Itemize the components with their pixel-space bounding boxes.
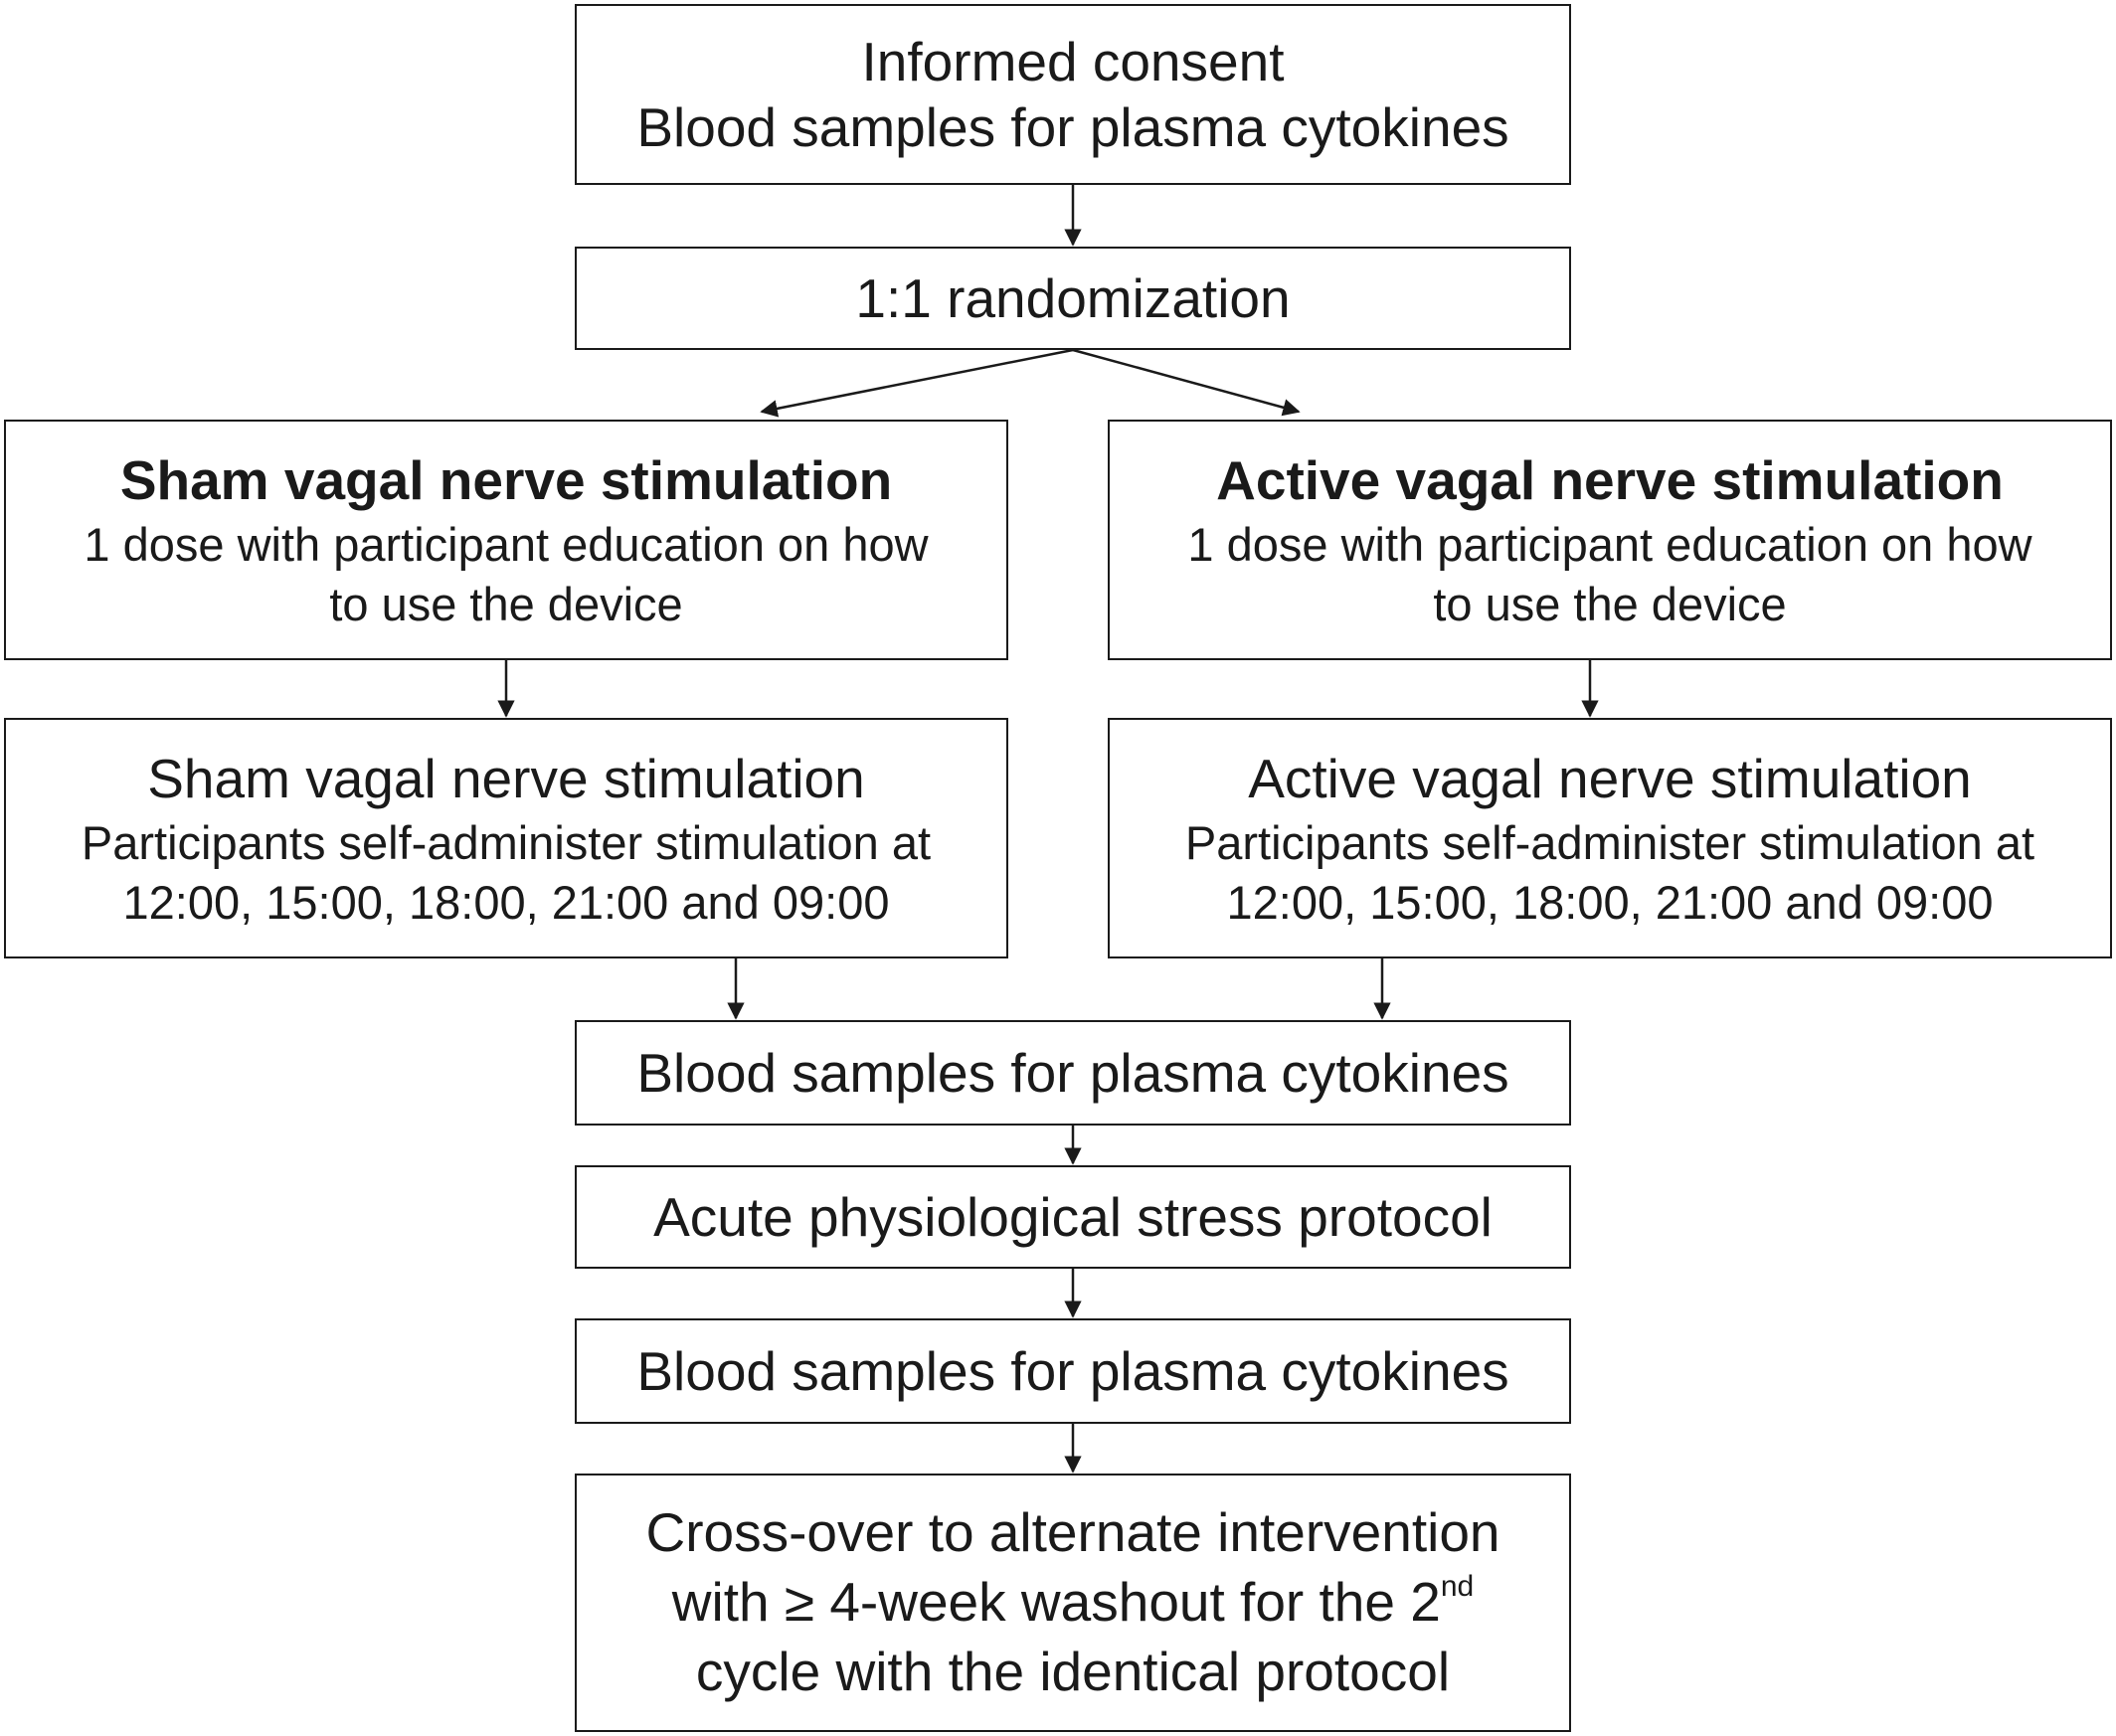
active-self-title: Active vagal nerve stimulation [1248,747,1972,809]
active-intro-box: Active vagal nerve stimulation 1 dose wi… [1108,420,2112,660]
blood-samples-box-2: Blood samples for plasma cytokines [575,1318,1571,1424]
crossover-line2: with ≥ 4-week washout for the 2nd [672,1568,1474,1638]
crossover-line1: Cross-over to alternate intervention [645,1501,1500,1564]
sham-intro-box: Sham vagal nerve stimulation 1 dose with… [4,420,1008,660]
stress-protocol-text: Acute physiological stress protocol [653,1186,1493,1248]
baseline-blood-text: Blood samples for plasma cytokines [636,96,1509,158]
blood-samples-text-2: Blood samples for plasma cytokines [636,1340,1509,1402]
sham-intro-title: Sham vagal nerve stimulation [119,448,893,511]
randomization-box: 1:1 randomization [575,247,1571,350]
active-self-line1: Participants self-administer stimulation… [1184,816,2035,870]
randomization-text: 1:1 randomization [855,267,1291,329]
stress-protocol-box: Acute physiological stress protocol [575,1165,1571,1269]
crossover-superscript: nd [1440,1569,1475,1603]
consent-box: Informed consent Blood samples for plasm… [575,4,1571,185]
crossover-box: Cross-over to alternate intervention wit… [575,1474,1571,1732]
sham-self-line1: Participants self-administer stimulation… [81,816,932,870]
crossover-line3: cycle with the identical protocol [695,1640,1451,1702]
sham-self-title: Sham vagal nerve stimulation [147,747,865,809]
consent-text: Informed consent [861,31,1285,92]
active-intro-title: Active vagal nerve stimulation [1216,448,2004,511]
active-intro-line1: 1 dose with participant education on how [1187,518,2032,572]
active-self-box: Active vagal nerve stimulation Participa… [1108,718,2112,958]
sham-intro-line2: to use the device [329,578,683,631]
crossover-line2-text: with ≥ 4-week washout for the 2 [671,1571,1441,1634]
blood-samples-box-1: Blood samples for plasma cytokines [575,1020,1571,1126]
active-self-line2: 12:00, 15:00, 18:00, 21:00 and 09:00 [1226,876,1994,930]
sham-self-line2: 12:00, 15:00, 18:00, 21:00 and 09:00 [122,876,890,930]
sham-self-box: Sham vagal nerve stimulation Participant… [4,718,1008,958]
arrow-randomization-to-active [1072,348,1301,417]
sham-intro-line1: 1 dose with participant education on how [84,518,929,572]
active-intro-line2: to use the device [1433,578,1787,631]
arrow-randomization-to-sham [760,348,1074,418]
blood-samples-text-1: Blood samples for plasma cytokines [636,1042,1509,1104]
